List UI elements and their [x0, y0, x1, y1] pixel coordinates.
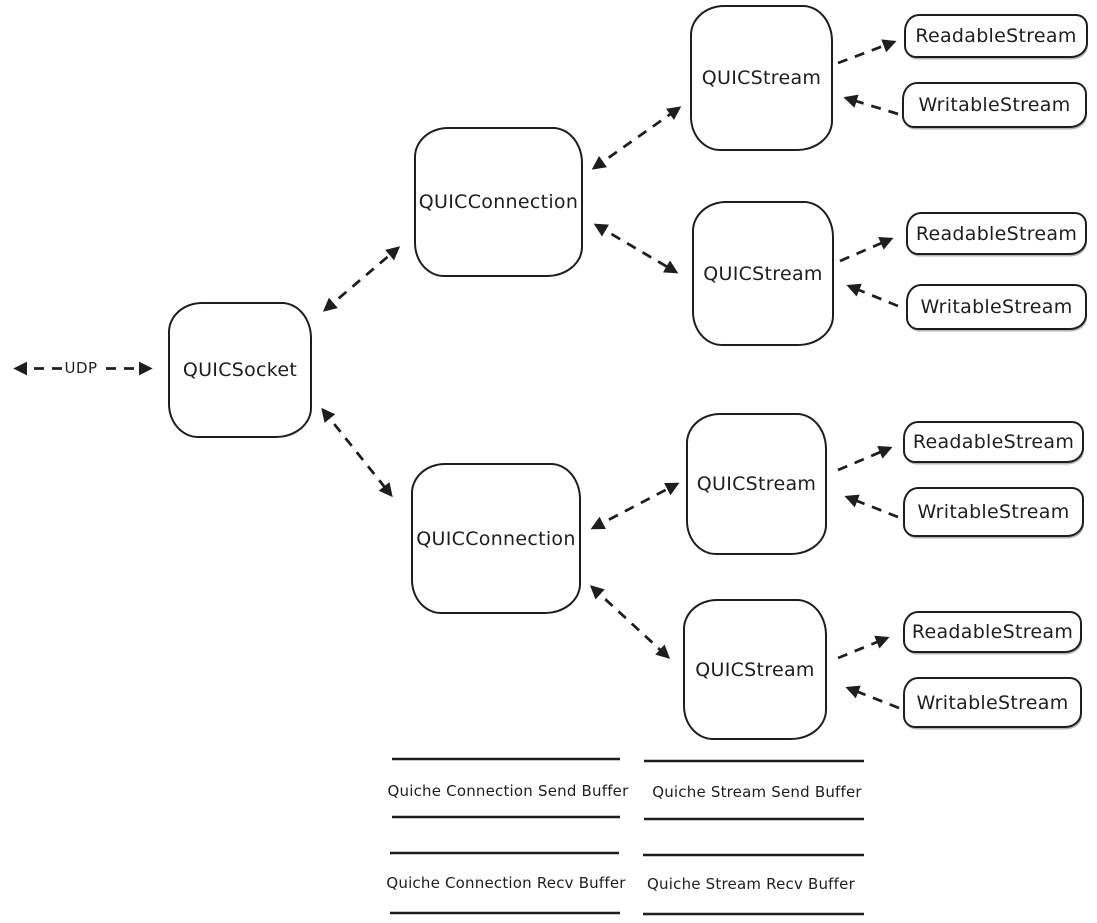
- node-writable-stream-1: WritableStream: [902, 82, 1087, 128]
- node-writable-stream-3: WritableStream: [903, 487, 1084, 537]
- node-label: QUICConnection: [416, 527, 576, 550]
- node-quic-stream-2: QUICStream: [692, 201, 834, 346]
- node-label: ReadableStream: [911, 621, 1074, 643]
- node-label: WritableStream: [917, 501, 1070, 523]
- node-label: QUICStream: [701, 67, 822, 89]
- node-label: QUICSocket: [182, 359, 298, 381]
- edge-socket-connection-top: [322, 246, 401, 312]
- edge-connection-bottom-stream-3: [590, 482, 680, 530]
- node-label: WritableStream: [918, 94, 1071, 116]
- node-label: ReadableStream: [912, 431, 1075, 453]
- edge-stream-3-readable-3: [837, 445, 893, 472]
- edge-writable-3-stream-3: [844, 494, 899, 519]
- edge-socket-connection-bottom: [321, 407, 393, 498]
- node-label: WritableStream: [920, 296, 1073, 318]
- edge-connection-bottom-stream-4: [589, 585, 671, 659]
- edge-stream-2-readable-2: [839, 237, 894, 263]
- edge-connection-top-stream-1: [591, 106, 682, 170]
- buffer-label-stream-recv: Quiche Stream Recv Buffer: [647, 875, 855, 893]
- node-label: QUICStream: [696, 473, 817, 495]
- edge-stream-4-readable-4: [837, 635, 890, 660]
- node-label: ReadableStream: [915, 25, 1077, 47]
- edge-writable-4-stream-4: [845, 685, 900, 710]
- buffer-label-connection-send: Quiche Connection Send Buffer: [387, 782, 629, 800]
- node-quic-stream-3: QUICStream: [686, 413, 827, 555]
- node-writable-stream-4: WritableStream: [903, 677, 1082, 728]
- node-readable-stream-1: ReadableStream: [904, 14, 1088, 58]
- buffer-label-stream-send: Quiche Stream Send Buffer: [652, 783, 862, 801]
- node-label: QUICConnection: [418, 191, 579, 213]
- node-readable-stream-4: ReadableStream: [903, 611, 1082, 653]
- edge-connection-top-stream-2: [593, 223, 679, 274]
- node-label: QUICStream: [695, 658, 815, 681]
- edge-writable-2-stream-2: [846, 283, 899, 308]
- node-quic-stream-1: QUICStream: [690, 5, 833, 151]
- node-label: WritableStream: [916, 691, 1069, 714]
- node-readable-stream-3: ReadableStream: [903, 421, 1084, 463]
- node-label: QUICStream: [703, 262, 823, 285]
- node-writable-stream-2: WritableStream: [906, 284, 1087, 330]
- node-quic-connection-top: QUICConnection: [414, 127, 583, 277]
- edge-writable-1-stream-1: [843, 94, 899, 116]
- udp-edge-label: UDP: [62, 359, 100, 377]
- node-quic-connection-bottom: QUICConnection: [411, 463, 581, 614]
- edge-stream-1-readable-1: [837, 39, 897, 65]
- node-quic-stream-4: QUICStream: [683, 599, 827, 740]
- node-readable-stream-2: ReadableStream: [906, 212, 1087, 255]
- buffer-label-connection-recv: Quiche Connection Recv Buffer: [386, 874, 626, 892]
- node-quic-socket: QUICSocket: [168, 302, 312, 438]
- node-label: ReadableStream: [915, 222, 1078, 245]
